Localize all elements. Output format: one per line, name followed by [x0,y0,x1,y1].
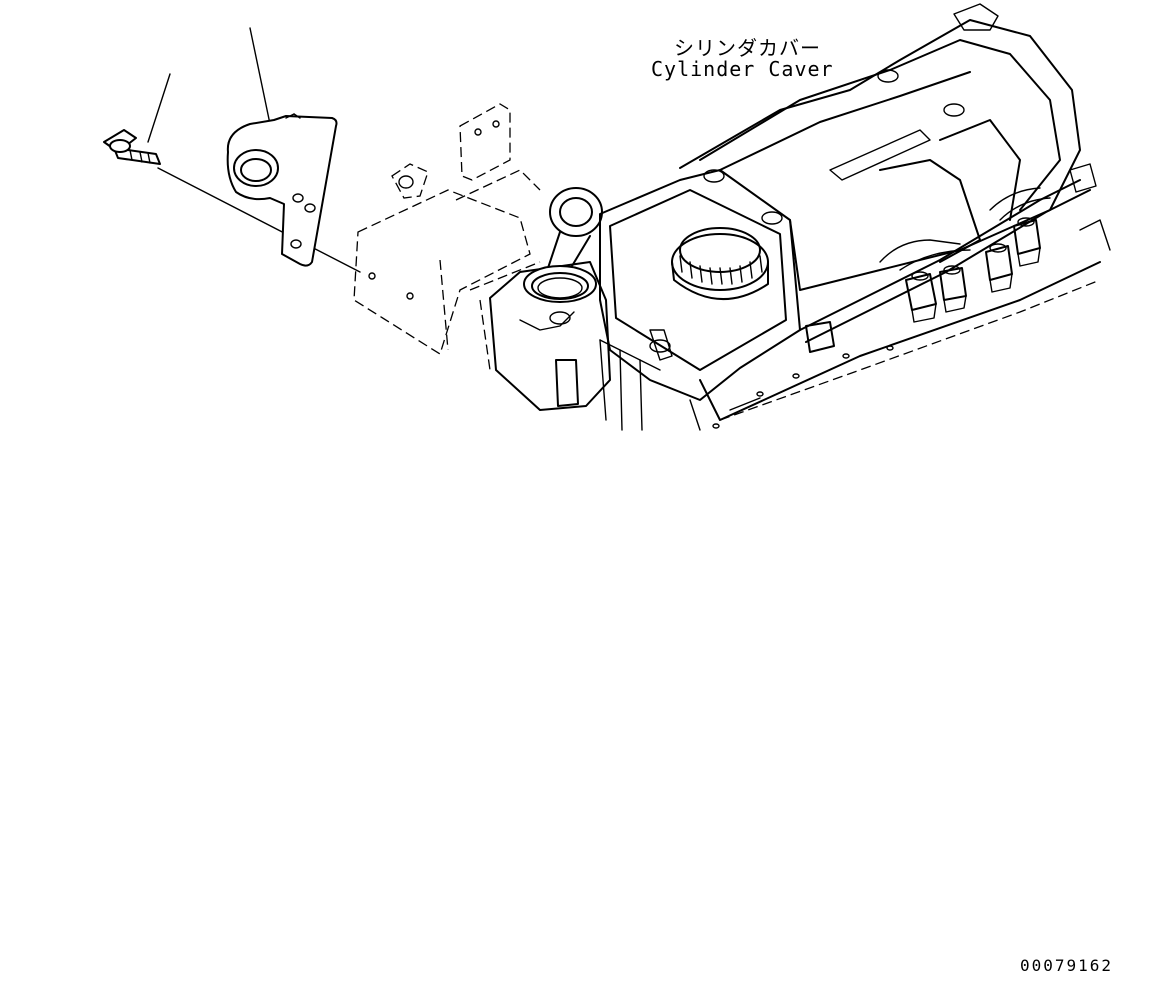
engine-block-edges [599,339,894,429]
mounting-block [353,103,541,371]
thermostat-housing [489,261,643,431]
eye-bolt [547,187,603,277]
oil-filler-cap [671,227,769,301]
lifting-bracket [226,113,338,267]
cylinder-cover-label-en: Cylinder Caver [651,57,834,81]
cylinder-cover [599,3,1101,431]
bolt [103,129,361,273]
fuel-injection-pipes [799,163,1111,353]
callout-leader-lines [147,27,271,143]
document-number: 00079162 [1020,956,1114,975]
cylinder-cover-label-jp: シリンダカバー [674,36,821,60]
